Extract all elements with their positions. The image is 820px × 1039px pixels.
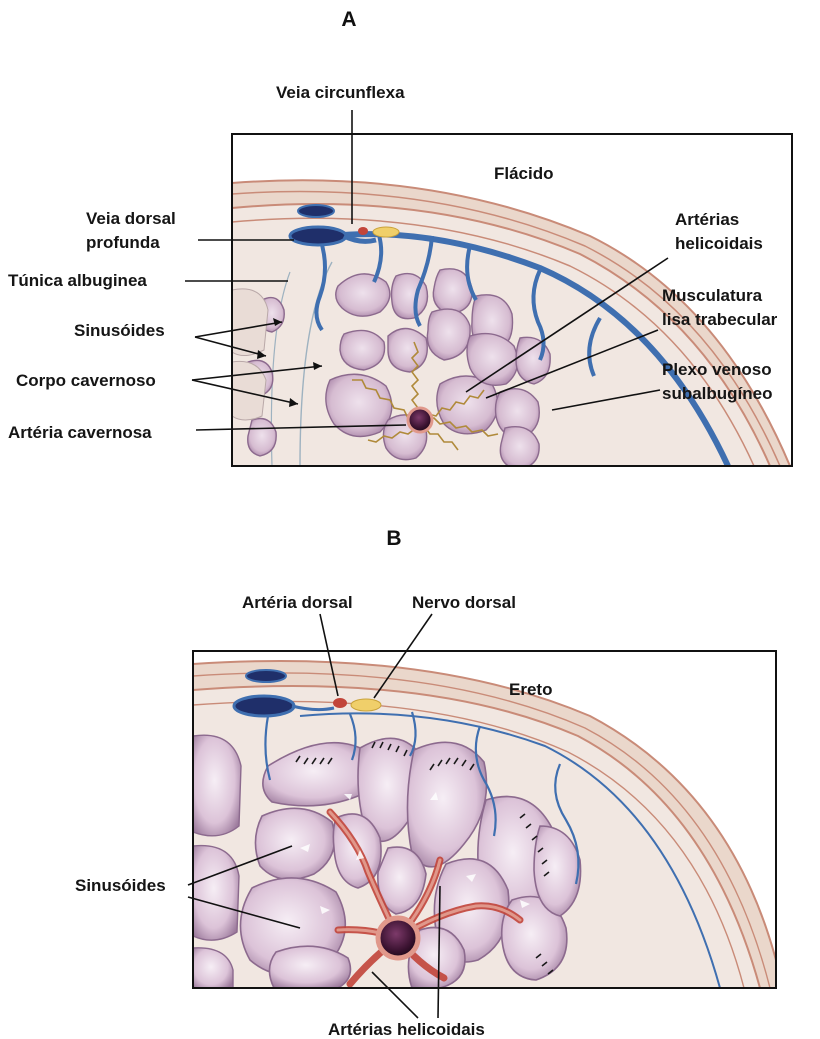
label-helicine-arteries-a-line1: Artérias <box>675 210 739 229</box>
label-sinusoids-b: Sinusóides <box>75 876 166 895</box>
label-helicine-arteries-a-line2: helicoidais <box>675 234 763 253</box>
panel-b-illustration <box>193 651 776 990</box>
label-dorsal-nerve: Nervo dorsal <box>412 593 516 612</box>
label-trabecular-muscle-line2: lisa trabecular <box>662 310 778 329</box>
panel-b-letter: B <box>386 527 401 550</box>
label-venous-plexus-line1: Plexo venoso <box>662 360 772 379</box>
label-tunica-albuginea: Túnica albuginea <box>8 271 147 290</box>
panel-a-letter: A <box>341 8 356 31</box>
label-trabecular-muscle-line1: Musculatura <box>662 286 763 305</box>
label-dorsal-artery: Artéria dorsal <box>242 593 353 612</box>
label-cavernous-artery: Artéria cavernosa <box>8 423 152 442</box>
panel-b-state: Ereto <box>509 680 552 699</box>
label-deep-dorsal-vein-line1: Veia dorsal <box>86 209 176 228</box>
label-helicine-arteries-b: Artérias helicoidais <box>328 1020 485 1039</box>
label-sinusoids-a: Sinusóides <box>74 321 165 340</box>
label-circumflex-vein: Veia circunflexa <box>276 83 405 102</box>
label-deep-dorsal-vein-line2: profunda <box>86 233 160 252</box>
label-venous-plexus-line2: subalbugíneo <box>662 384 773 403</box>
label-corpus-cavernosum: Corpo cavernoso <box>16 371 156 390</box>
panel-a-state: Flácido <box>494 164 554 183</box>
